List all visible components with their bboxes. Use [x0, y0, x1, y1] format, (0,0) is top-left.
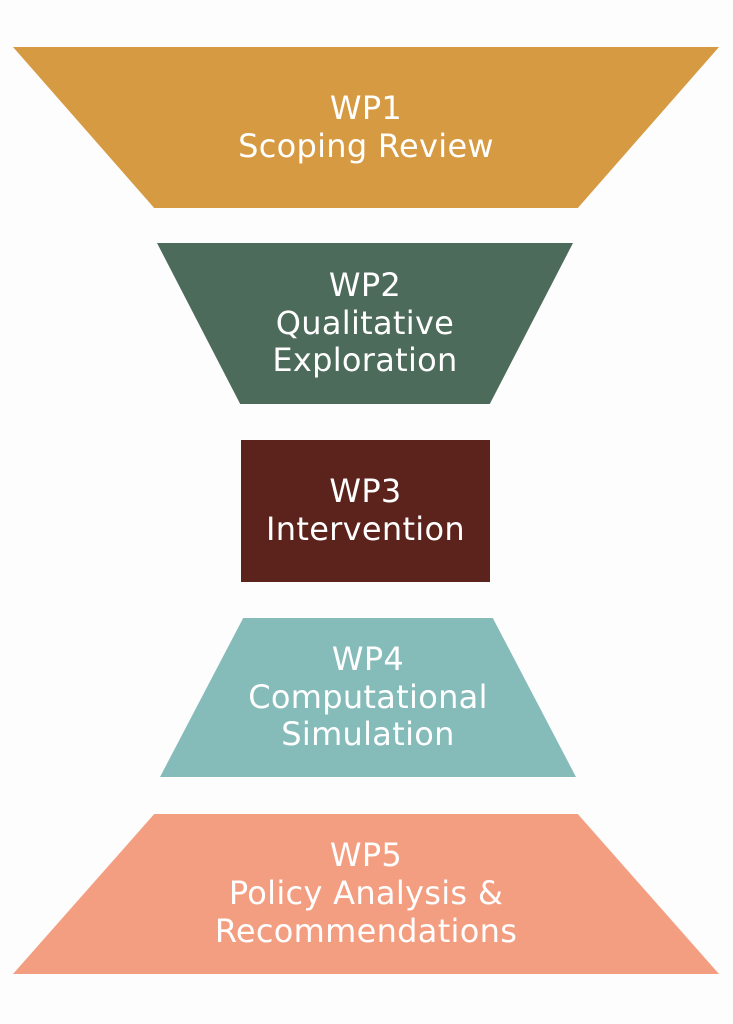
- wp3-title: Intervention: [266, 510, 465, 548]
- wp2-title-line-2: Exploration: [272, 341, 458, 380]
- wp4-code: WP4: [331, 639, 405, 678]
- wp1-block: WP1 Scoping Review: [13, 47, 719, 208]
- wp2-title-line-1: Qualitative: [275, 303, 455, 342]
- wp1-code: WP1: [329, 88, 403, 127]
- wp4-title-line-1: Computational: [248, 677, 488, 716]
- wp5-block: WP5 Policy Analysis & Recommendations: [13, 814, 719, 974]
- wp2-code: WP2: [328, 265, 402, 304]
- wp4-title-line-2: Simulation: [281, 715, 455, 754]
- wp1-title: Scoping Review: [238, 126, 494, 165]
- wp3-code: WP3: [329, 472, 402, 511]
- wp5-title-line-1: Policy Analysis &: [228, 874, 504, 913]
- wp5-code: WP5: [329, 836, 403, 875]
- wp3-block: WP3 Intervention: [241, 440, 490, 582]
- wp4-block: WP4 Computational Simulation: [160, 618, 576, 777]
- wp2-block: WP2 Qualitative Exploration: [157, 243, 573, 404]
- wp5-title-line-2: Recommendations: [214, 911, 518, 950]
